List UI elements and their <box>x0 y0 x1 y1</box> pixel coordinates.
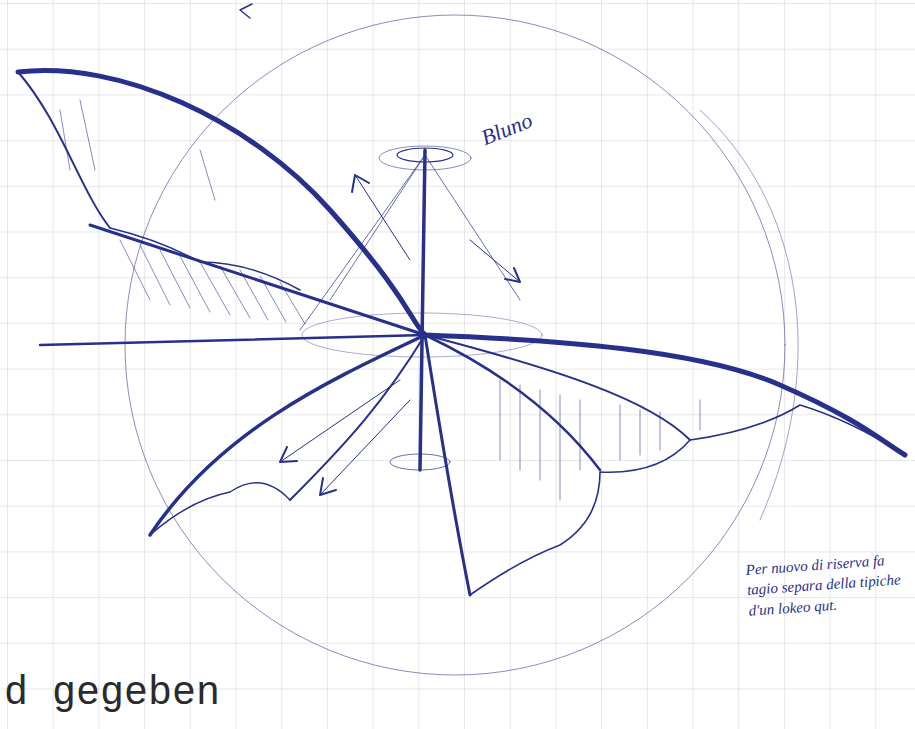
leading-edge <box>18 70 425 335</box>
mast <box>420 150 425 470</box>
guide-arc <box>700 110 798 520</box>
printed-caption: d gegeben <box>4 672 220 716</box>
guide-circle <box>125 15 785 675</box>
handwritten-note: Per nuovo di riserva fa tagio separa del… <box>745 549 909 621</box>
